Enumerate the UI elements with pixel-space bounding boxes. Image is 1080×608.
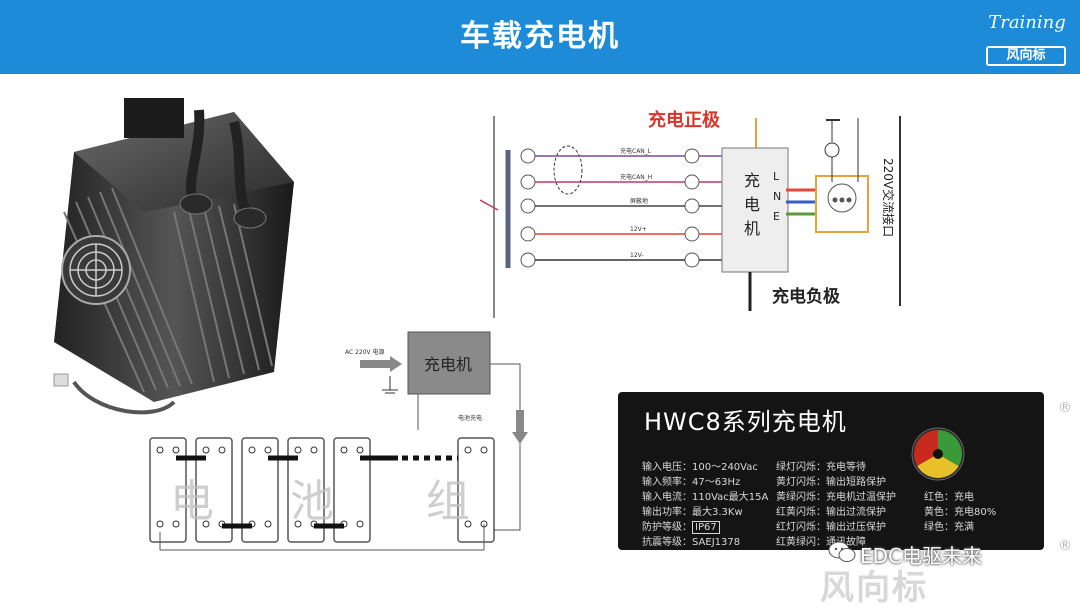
wechat-icon [828, 541, 856, 562]
spec-row: 输入电流：110Vac最大15A [642, 492, 769, 503]
pack-char-1: 电 [170, 476, 214, 527]
ip-rating-box: IP67 [692, 521, 720, 534]
signal-12v-plus: 12V+ [630, 226, 647, 233]
pack-char-3: 组 [426, 476, 470, 527]
registered-mark: ® [1058, 538, 1072, 554]
watermark-text: EDC电驱未来 [860, 544, 983, 568]
charger-box-char-2: 电 [744, 195, 760, 214]
signal-can-l: 充电CAN_L [620, 147, 652, 155]
indicator-row: 红黄闪烁：输出过流保护 [776, 507, 886, 518]
charger-label: 充电机 [424, 355, 472, 374]
legend-row: 黄色：充电80% [924, 507, 997, 518]
spec-panel: HWC8系列充电机 输入电压：100～240Vac 输入频率：47～63Hz 输… [618, 392, 1044, 550]
brand-logo: Training 风向标 [980, 4, 1072, 70]
indicator-row: 红灯闪烁：输出过压保护 [776, 522, 886, 533]
wiring-diagram: 充电CAN_L 充电CAN_H 屏蔽地 12V+ 12V- 充电正极 充 电 机… [480, 109, 901, 318]
ac-interface-label: 220V交流接口 [881, 158, 896, 237]
logo-brand: 风向标 [986, 46, 1066, 66]
signal-shield: 屏蔽地 [630, 197, 648, 205]
positive-label: 充电正极 [648, 109, 721, 131]
pack-char-2: 池 [290, 476, 334, 527]
charger-box-char-1: 充 [744, 171, 760, 190]
page-title: 车载充电机 [460, 19, 620, 54]
battery-diagram: 充电机 AC 220V 电源 电池充电 电 池 组 [149, 331, 528, 551]
legend-row: 绿色：充满 [924, 522, 974, 533]
spec-title: HWC8系列充电机 [644, 408, 847, 436]
spec-row: 输入电压：100～240Vac [642, 462, 758, 473]
lne-e: E [773, 210, 780, 223]
header-bar: 车载充电机 Training 风向标 [0, 0, 1080, 74]
charger-box-char-3: 机 [744, 219, 760, 238]
logo-script: Training [988, 12, 1066, 33]
spec-row: 输入频率：47～63Hz [642, 477, 741, 488]
legend-row: 红色：充电 [924, 492, 974, 503]
indicator-row: 黄绿闪烁：充电机过温保护 [776, 492, 896, 503]
watermark-brand: 风向标 [820, 568, 928, 608]
spec-row: 输出功率：最大3.3Kw [642, 507, 743, 518]
signal-can-h: 充电CAN_H [620, 173, 652, 181]
spec-row: 抗震等级：SAEJ1378 [642, 537, 741, 548]
ac-input-label: AC 220V 电源 [345, 348, 385, 356]
indicator-row: 红黄绿闪：通讯故障 [776, 537, 866, 548]
registered-mark: ® [1058, 400, 1072, 416]
signal-12v-minus: 12V- [630, 252, 644, 259]
status-dial-icon [911, 427, 965, 481]
spec-row: 防护等级：IP67 [642, 518, 720, 534]
lne-n: N [773, 190, 781, 203]
charger-photo [53, 98, 294, 415]
battery-charge-label: 电池充电 [458, 414, 482, 422]
negative-label: 充电负极 [772, 286, 840, 307]
indicator-row: 绿灯闪烁：充电等待 [776, 462, 866, 473]
indicator-row: 黄灯闪烁：输出短路保护 [776, 477, 886, 488]
lne-l: L [773, 170, 780, 183]
